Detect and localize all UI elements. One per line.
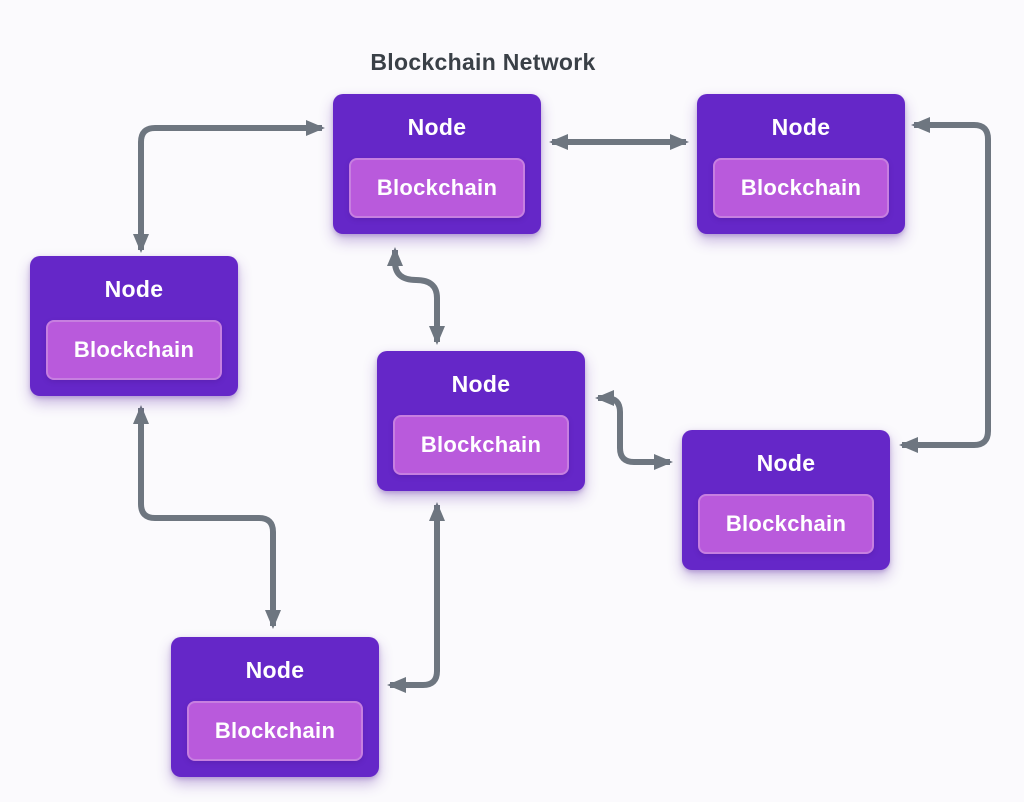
chip-label: Blockchain — [740, 175, 862, 200]
node-bottom: Node Blockchain — [171, 637, 379, 777]
diagram-title: Blockchain Network — [370, 49, 596, 75]
node-center: Node Blockchain — [377, 351, 585, 491]
blockchain-chip: Blockchain — [713, 158, 889, 218]
chip-label: Blockchain — [420, 432, 542, 457]
chip-label: Blockchain — [73, 337, 195, 362]
node-title: Node — [451, 371, 511, 397]
connector-center-to-right-arrow — [595, 390, 673, 470]
node-right: Node Blockchain — [682, 430, 890, 570]
node-title: Node — [771, 114, 831, 140]
blockchain-chip: Blockchain — [349, 158, 525, 218]
blockchain-chip: Blockchain — [393, 415, 569, 475]
connector-left-to-bottom-arrow — [133, 405, 281, 629]
blockchain-chip: Blockchain — [698, 494, 874, 554]
chip-label: Blockchain — [376, 175, 498, 200]
connector-top-right-to-right-arrow — [899, 117, 991, 453]
node-left: Node Blockchain — [30, 256, 238, 396]
node-top-right: Node Blockchain — [697, 94, 905, 234]
connector-top-center-to-center-arrow — [387, 247, 445, 345]
chip-label: Blockchain — [214, 718, 336, 743]
connector-left-to-top-center-arrow — [133, 120, 325, 253]
node-top-center: Node Blockchain — [333, 94, 541, 234]
node-title: Node — [245, 657, 305, 683]
node-title: Node — [407, 114, 467, 140]
connector-center-to-bottom-arrow — [387, 502, 445, 693]
node-title: Node — [104, 276, 164, 302]
blockchain-chip: Blockchain — [46, 320, 222, 380]
blockchain-chip: Blockchain — [187, 701, 363, 761]
chip-label: Blockchain — [725, 511, 847, 536]
node-title: Node — [756, 450, 816, 476]
